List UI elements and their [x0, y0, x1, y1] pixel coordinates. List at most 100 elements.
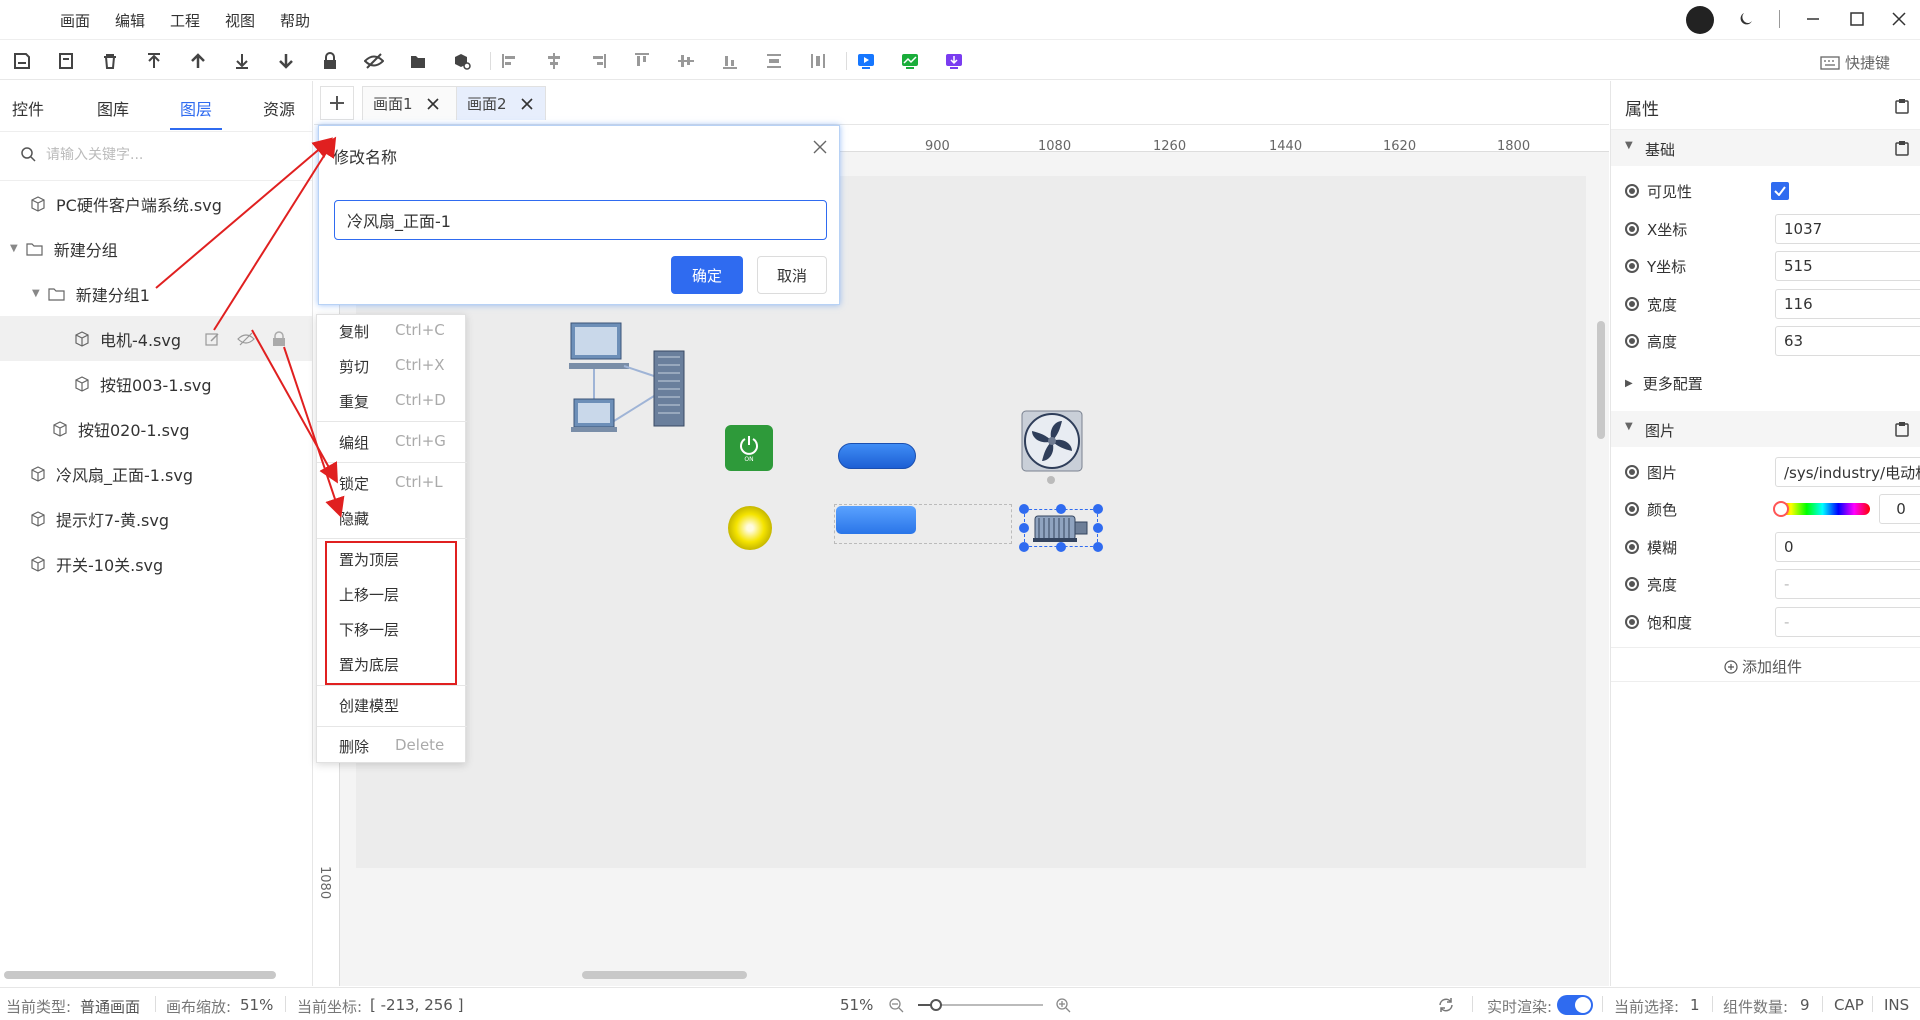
- resize-handle[interactable]: [1093, 542, 1103, 552]
- zoom-out-icon[interactable]: [888, 997, 904, 1013]
- saturation-input[interactable]: -: [1775, 607, 1920, 637]
- tab-screen-1[interactable]: 画面1: [362, 86, 465, 120]
- clipboard-icon[interactable]: [1895, 98, 1909, 114]
- clipboard-icon[interactable]: [1895, 140, 1909, 156]
- resize-handle[interactable]: [1019, 542, 1029, 552]
- menu-item-move-up[interactable]: 上移一层: [339, 586, 400, 604]
- ok-button[interactable]: 确定: [671, 256, 743, 294]
- blue-button-component[interactable]: [836, 506, 916, 534]
- pc-network-component[interactable]: [569, 321, 709, 456]
- vertical-scrollbar[interactable]: [1597, 321, 1605, 439]
- close-window-icon[interactable]: [1892, 12, 1906, 26]
- color-value-input[interactable]: 0: [1879, 494, 1920, 524]
- menu-item-group[interactable]: 编组: [339, 434, 370, 452]
- image-path-input[interactable]: /sys/industry/电动机: [1775, 457, 1920, 487]
- close-icon[interactable]: [813, 140, 827, 154]
- blur-input[interactable]: 0: [1775, 532, 1920, 562]
- layer-item[interactable]: 开关-10关.svg: [0, 541, 312, 586]
- shortcut-button[interactable]: 快捷键: [1820, 52, 1890, 73]
- close-icon[interactable]: [520, 97, 533, 110]
- menu-item-hide[interactable]: 隐藏: [339, 510, 370, 528]
- power-button-component[interactable]: ON: [725, 425, 773, 471]
- tab-gallery[interactable]: 图库: [97, 100, 130, 119]
- bind-radio-icon[interactable]: [1625, 577, 1639, 591]
- bind-radio-icon[interactable]: [1625, 222, 1639, 236]
- slider-handle[interactable]: [1773, 501, 1789, 517]
- layer-group[interactable]: ▼ 新建分组1: [0, 271, 312, 316]
- layer-item[interactable]: 提示灯7-黄.svg: [0, 496, 312, 541]
- tab-controls[interactable]: 控件: [12, 100, 45, 119]
- bind-radio-icon[interactable]: [1625, 465, 1639, 479]
- refresh-icon[interactable]: [1437, 996, 1455, 1014]
- align-center-h-icon[interactable]: [542, 49, 566, 73]
- resize-handle[interactable]: [1056, 542, 1066, 552]
- align-middle-v-icon[interactable]: [674, 49, 698, 73]
- tab-screen-2[interactable]: 画面2: [456, 86, 546, 120]
- indicator-light-yellow[interactable]: [728, 506, 772, 550]
- color-hue-slider[interactable]: [1773, 501, 1870, 517]
- layer-item[interactable]: 按钮020-1.svg: [0, 406, 312, 451]
- avatar[interactable]: [1686, 6, 1714, 34]
- brightness-input[interactable]: -: [1775, 569, 1920, 599]
- resize-handle[interactable]: [1093, 523, 1103, 533]
- hide-eye-icon[interactable]: [237, 331, 255, 347]
- bind-radio-icon[interactable]: [1625, 334, 1639, 348]
- bind-radio-icon[interactable]: [1625, 259, 1639, 273]
- bind-radio-icon[interactable]: [1625, 184, 1639, 198]
- save-icon[interactable]: [10, 49, 34, 73]
- layer-item[interactable]: PC硬件客户端系统.svg: [0, 181, 312, 226]
- layer-group[interactable]: ▼ 新建分组: [0, 226, 312, 271]
- layer-item[interactable]: 冷风扇_正面-1.svg: [0, 451, 312, 496]
- more-config-toggle[interactable]: ▶ 更多配置: [1625, 366, 1915, 400]
- delete-icon[interactable]: [98, 49, 122, 73]
- cancel-button[interactable]: 取消: [757, 256, 827, 294]
- monitor-chart-icon[interactable]: [898, 49, 922, 73]
- hide-icon[interactable]: [362, 49, 386, 73]
- menu-item-bring-to-front[interactable]: 置为顶层: [339, 551, 400, 569]
- menu-help[interactable]: 帮助: [280, 12, 311, 30]
- search-box[interactable]: 请输入关键字...: [20, 144, 143, 164]
- align-bottom-icon[interactable]: [718, 49, 742, 73]
- pill-button-component[interactable]: [838, 443, 916, 469]
- menu-item-lock[interactable]: 锁定: [339, 475, 370, 493]
- publish-icon[interactable]: [942, 49, 966, 73]
- section-basic[interactable]: ▼ 基础: [1611, 130, 1920, 166]
- horizontal-scrollbar[interactable]: [4, 971, 276, 979]
- preview-icon[interactable]: [854, 49, 878, 73]
- menu-screen[interactable]: 画面: [60, 12, 91, 30]
- motor-component[interactable]: [1031, 512, 1091, 544]
- layer-item-selected[interactable]: 电机-4.svg: [0, 316, 312, 361]
- rename-input[interactable]: 冷风扇_正面-1: [334, 200, 827, 240]
- maximize-icon[interactable]: [1850, 12, 1864, 26]
- move-up-icon[interactable]: [186, 49, 210, 73]
- move-down-icon[interactable]: [274, 49, 298, 73]
- resize-handle[interactable]: [1093, 504, 1103, 514]
- zoom-slider-handle[interactable]: [930, 999, 942, 1011]
- width-input[interactable]: 116: [1775, 289, 1920, 319]
- menu-project[interactable]: 工程: [170, 12, 201, 30]
- height-input[interactable]: 63: [1775, 326, 1920, 356]
- minimize-icon[interactable]: [1806, 12, 1820, 26]
- x-input[interactable]: 1037: [1775, 214, 1920, 244]
- caret-down-icon[interactable]: ▼: [10, 243, 18, 254]
- bind-radio-icon[interactable]: [1625, 615, 1639, 629]
- distribute-horizontal-icon[interactable]: [762, 49, 786, 73]
- menu-edit[interactable]: 编辑: [115, 12, 146, 30]
- rotation-handle[interactable]: [1047, 476, 1055, 484]
- section-image[interactable]: ▼ 图片: [1611, 411, 1920, 447]
- bind-radio-icon[interactable]: [1625, 297, 1639, 311]
- menu-item-create-model[interactable]: 创建模型: [339, 697, 400, 715]
- add-component-button[interactable]: 添加组件: [1724, 656, 1802, 677]
- resize-handle[interactable]: [1019, 504, 1029, 514]
- zoom-in-icon[interactable]: [1055, 997, 1071, 1013]
- fan-component[interactable]: [1021, 410, 1083, 472]
- visible-checkbox[interactable]: [1771, 182, 1789, 200]
- align-top-icon[interactable]: [630, 49, 654, 73]
- zoom-slider[interactable]: [918, 999, 1043, 1011]
- clipboard-icon[interactable]: [1895, 421, 1909, 437]
- save-as-icon[interactable]: [54, 49, 78, 73]
- bind-radio-icon[interactable]: [1625, 502, 1639, 516]
- folder-icon[interactable]: [406, 49, 430, 73]
- lock-icon[interactable]: [318, 49, 342, 73]
- bind-radio-icon[interactable]: [1625, 540, 1639, 554]
